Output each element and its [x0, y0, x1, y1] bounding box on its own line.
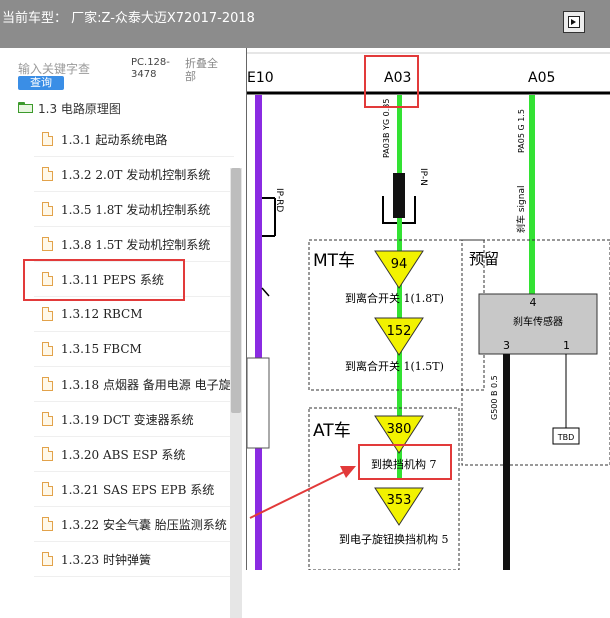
brake-sensor-box	[478, 293, 598, 355]
sidebar-scrollbar[interactable]	[230, 168, 242, 618]
document-icon	[42, 237, 53, 251]
node-353-desc: 到电子旋钮换挡机构 5	[339, 532, 449, 546]
sidebar: 查询 PC.128-3478 折叠全部 1.3 电路原理图 1.3.1 起动系统…	[0, 48, 248, 618]
collapse-all-link[interactable]: 折叠全部	[185, 57, 218, 83]
document-icon	[42, 307, 53, 321]
reserved-label: 预留	[469, 250, 499, 268]
signal-label: 刹车 signal	[515, 186, 527, 233]
a03-green-wire-top	[397, 95, 402, 175]
panel-toggle-icon	[568, 16, 580, 28]
document-icon	[42, 167, 53, 181]
document-icon	[42, 272, 53, 286]
ground-wire	[503, 354, 510, 570]
connector-ip-rd-label: IP-RD	[274, 188, 284, 212]
search-input[interactable]	[18, 60, 128, 78]
tree-item[interactable]: 1.3.22 安全气囊 胎压监测系统	[34, 507, 234, 542]
document-icon	[42, 132, 53, 146]
document-icon	[42, 342, 53, 356]
document-icon	[42, 552, 53, 566]
col-left-label: E10	[247, 70, 274, 86]
tree-item-label: 1.3.18 点烟器 备用电源 电子旋	[61, 377, 231, 392]
panel-divider	[246, 48, 247, 570]
tree-item[interactable]: 1.3.15 FBCM	[34, 332, 234, 367]
tree-item[interactable]: 1.3.12 RBCM	[34, 297, 234, 332]
tree-item-label: 1.3.8 1.5T 发动机控制系统	[61, 237, 211, 252]
node-353-triangle	[374, 487, 424, 526]
document-icon	[42, 412, 53, 426]
tree-item[interactable]: 1.3.2 2.0T 发动机控制系统	[34, 157, 234, 192]
a03-wire-label: PA03B YG 0.35	[382, 99, 391, 158]
tree-item[interactable]: 1.3.23 时钟弹簧	[34, 542, 234, 577]
tree-item-label: 1.3.15 FBCM	[61, 342, 142, 356]
col-a05-label: A05	[528, 70, 555, 86]
left-stub-line	[261, 287, 270, 297]
ground-wire-label: G500 B 0.5	[490, 375, 499, 420]
connector-ip-n-label: IP-N	[418, 168, 428, 186]
node-353-label: 353	[387, 493, 412, 508]
document-icon	[42, 377, 53, 391]
search-button[interactable]: 查询	[18, 76, 64, 90]
tree-item[interactable]: 1.3.5 1.8T 发动机控制系统	[34, 192, 234, 227]
document-icon	[42, 202, 53, 216]
tree-item-label: 1.3.19 DCT 变速器系统	[61, 412, 194, 427]
scrollbar-thumb[interactable]	[231, 168, 241, 413]
window-title: 当前车型： 厂家:Z-众泰大迈X72017-2018	[2, 11, 255, 26]
tree-item-label: 1.3.1 起动系统电路	[61, 132, 168, 147]
tree-root-node[interactable]: 1.3 电路原理图	[18, 98, 121, 118]
highlight-peps	[23, 259, 185, 301]
tree-item-label: 1.3.23 时钟弹簧	[61, 552, 151, 567]
tree-item-label: 1.3.11 PEPS 系统	[61, 272, 164, 287]
tbd-box	[552, 427, 580, 445]
highlight-shift-mechanism	[358, 444, 452, 480]
node-152-triangle	[374, 317, 424, 356]
tree-item-label: 1.3.20 ABS ESP 系统	[61, 447, 186, 462]
tree-list: 1.3.1 起动系统电路 1.3.2 2.0T 发动机控制系统 1.3.5 1.…	[34, 122, 234, 577]
tbd-label: TBD	[557, 433, 575, 442]
reserved-box	[461, 239, 610, 466]
node-380-triangle	[374, 415, 424, 454]
at-label: AT车	[313, 421, 351, 441]
tree-item[interactable]: 1.3.19 DCT 变速器系统	[34, 402, 234, 437]
tree-item-label: 1.3.5 1.8T 发动机控制系统	[61, 202, 211, 217]
tree-item-label: 1.3.12 RBCM	[61, 307, 143, 321]
folder-open-icon	[18, 102, 34, 114]
node-94-triangle	[374, 250, 424, 289]
document-icon	[42, 447, 53, 461]
title-bar: 当前车型： 厂家:Z-众泰大迈X72017-2018 .	[0, 0, 610, 48]
connector-ip-n-body	[393, 173, 405, 218]
mt-label: MT车	[313, 251, 355, 271]
document-code: PC.128-3478	[131, 57, 170, 80]
node-380-desc: 到换挡机构 7	[371, 457, 437, 471]
document-icon	[42, 517, 53, 531]
sensor-pin-top: 4	[530, 296, 537, 309]
tree-item-label: 1.3.2 2.0T 发动机控制系统	[61, 167, 211, 182]
a05-green-wire	[529, 95, 535, 295]
col-a03-label: A03	[384, 70, 411, 86]
purple-wire	[255, 95, 262, 570]
sensor-pin-1: 1	[563, 339, 570, 352]
tree-item[interactable]: 1.3.8 1.5T 发动机控制系统	[34, 227, 234, 262]
tree-item[interactable]: 1.3.20 ABS ESP 系统	[34, 437, 234, 472]
node-94-desc: 到离合开关 1(1.8T)	[345, 291, 444, 305]
node-152-desc: 到离合开关 1(1.5T)	[345, 359, 444, 373]
tree-item[interactable]: 1.3.18 点烟器 备用电源 电子旋	[34, 367, 234, 402]
document-icon	[42, 482, 53, 496]
node-94-label: 94	[391, 257, 408, 272]
node-380-label: 380	[387, 422, 412, 437]
node-152-label: 152	[387, 324, 412, 339]
title-dot: .	[251, 10, 255, 23]
left-component-box	[247, 357, 270, 449]
tree-item[interactable]: 1.3.1 起动系统电路	[34, 122, 234, 157]
sensor-label: 刹车传感器	[513, 315, 563, 328]
tree-item-label: 1.3.21 SAS EPS EPB 系统	[61, 482, 215, 497]
highlight-a03	[364, 55, 419, 108]
tree-item[interactable]: 1.3.21 SAS EPS EPB 系统	[34, 472, 234, 507]
tree-item-label: 1.3.22 安全气囊 胎压监测系统	[61, 517, 227, 532]
panel-toggle-button[interactable]	[563, 11, 585, 33]
sensor-pin-3: 3	[503, 339, 510, 352]
wiring-diagram: E10 A03 A05 IP-RD PA03B YG 0.35 IP-N PA0…	[247, 52, 610, 570]
a05-wire-label: PA05 G 1.5	[517, 109, 526, 153]
tree-root-label: 1.3 电路原理图	[38, 101, 121, 116]
tree-item-selected[interactable]: 1.3.11 PEPS 系统	[34, 262, 234, 297]
